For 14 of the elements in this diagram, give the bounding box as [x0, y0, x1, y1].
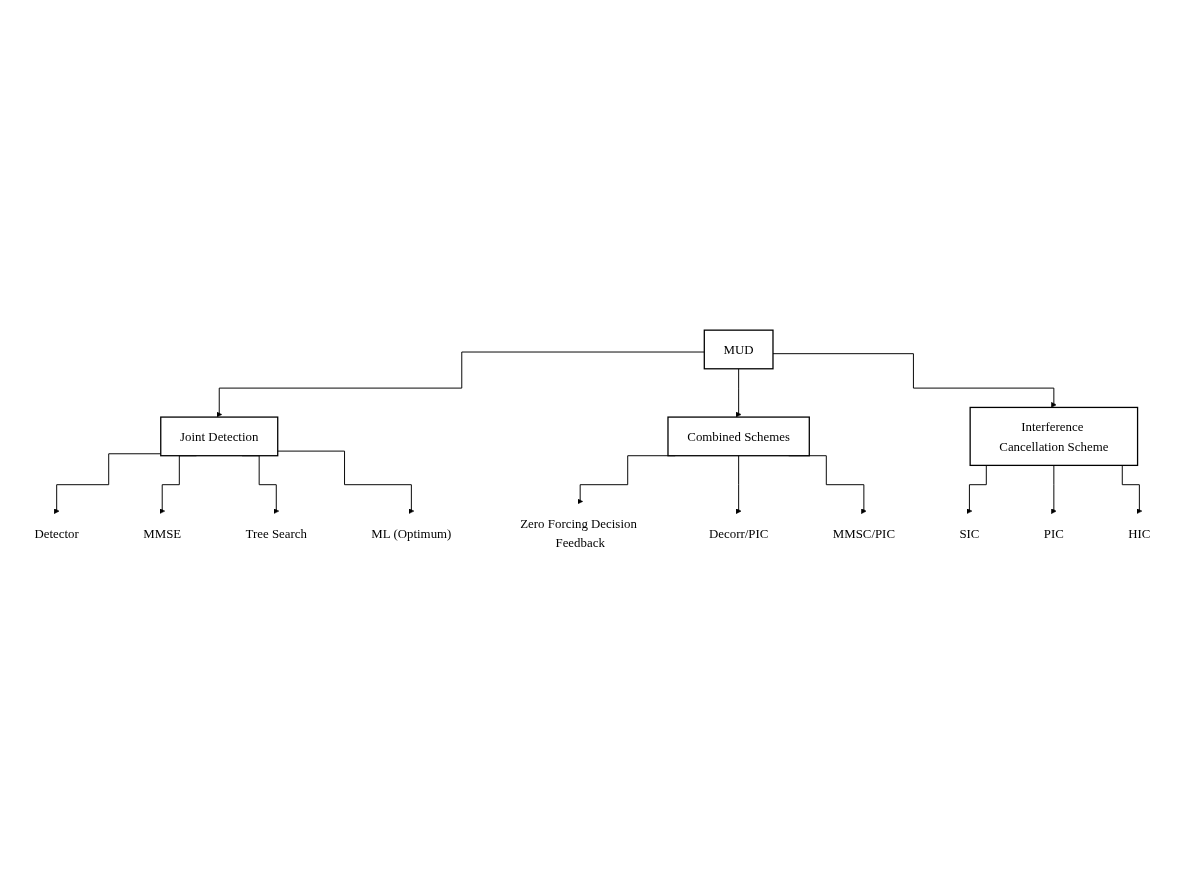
node-box: Interference Cancellation Scheme [969, 407, 1139, 467]
node-text: Zero Forcing Decision Feedback [520, 516, 637, 551]
node-text: SIC [959, 526, 980, 541]
node-text: MMSE [143, 526, 182, 541]
node-text: PIC [1043, 526, 1064, 541]
node-text: MMSC/PIC [832, 526, 896, 541]
node-text: Decorr/PIC [708, 526, 769, 541]
node-box: Combined Schemes [667, 416, 810, 457]
node-text: Detector [34, 526, 79, 541]
node-text: ML (Optimum) [371, 526, 452, 541]
node-box: MUD [703, 329, 774, 370]
node-box: Joint Detection [160, 416, 279, 457]
node-text: HIC [1128, 526, 1151, 541]
node-text: Tree Search [245, 526, 307, 541]
